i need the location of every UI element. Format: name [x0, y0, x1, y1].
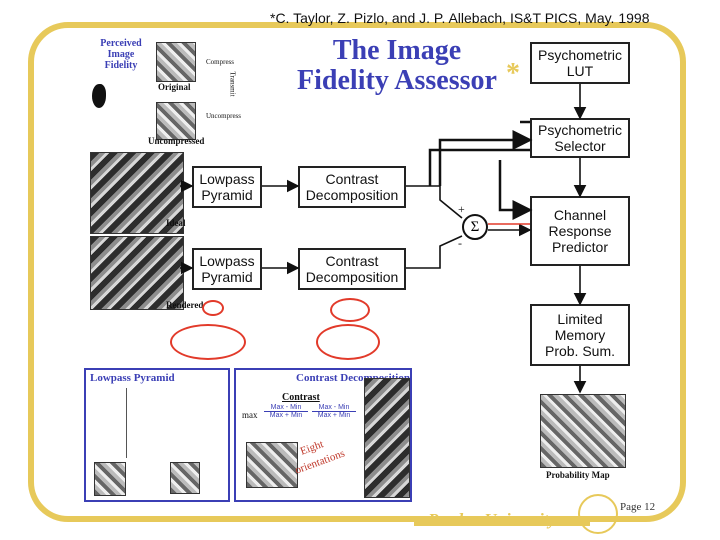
lowpass-pyramid-panel-title: Lowpass Pyramid — [90, 372, 175, 384]
citation-asterisk-icon: * — [506, 58, 520, 89]
summation-node: Σ — [462, 214, 488, 240]
sum-plus-label: + — [458, 202, 465, 216]
highlight-oval-left — [170, 324, 246, 360]
channel-response-predictor-box: Channel Response Predictor — [530, 196, 630, 266]
rendered-label: Rendered — [166, 300, 204, 310]
ideal-label: Ideal — [166, 218, 186, 228]
rendered-image — [90, 236, 184, 310]
pyramid-tree-diagram — [126, 388, 197, 458]
lowpass-pyramid-box-2: Lowpass Pyramid — [192, 248, 262, 290]
original-thumbnail — [156, 42, 196, 82]
inset-title: Perceived Image Fidelity — [100, 38, 142, 71]
inset-panel: Perceived Image Fidelity Original Uncomp… — [86, 36, 246, 146]
eye-icon — [92, 84, 106, 108]
contrast-source-image — [246, 442, 298, 488]
lowpass-pyramid-box-1: Lowpass Pyramid — [192, 166, 262, 208]
pyramid-level-2-image — [170, 462, 200, 494]
ideal-image — [90, 152, 184, 234]
max-label: max — [242, 410, 258, 420]
footer-bar — [414, 520, 590, 526]
limited-memory-prob-sum-box: Limited Memory Prob. Sum. — [530, 304, 630, 366]
sigma-icon: Σ — [470, 218, 480, 235]
contrast-formula-2: Max - Min Max + Min — [312, 404, 356, 419]
formula-1-numerator: Max - Min — [264, 404, 308, 412]
formula-2-denominator: Max + Min — [317, 412, 351, 419]
sum-minus-label: - — [458, 236, 462, 250]
contrast-decomposition-box-2: Contrast Decomposition — [298, 248, 406, 290]
probability-map-image — [540, 394, 626, 468]
contrast-formula-1: Max - Min Max + Min — [264, 404, 308, 419]
highlight-oval-mid — [316, 324, 380, 360]
citation: *C. Taylor, Z. Pizlo, and J. P. Allebach… — [270, 10, 650, 26]
formula-1-denominator: Max + Min — [269, 412, 303, 419]
footer-university: Purdue University — [428, 510, 556, 529]
contrast-label: Contrast — [282, 392, 320, 403]
highlight-oval-small-left — [202, 300, 224, 316]
uncompress-label: Uncompress — [206, 112, 241, 120]
formula-2-numerator: Max - Min — [312, 404, 356, 412]
contrast-decomposition-box-1: Contrast Decomposition — [298, 166, 406, 208]
highlight-oval-small-mid — [330, 298, 370, 322]
orientation-stack-image — [364, 378, 410, 498]
original-label: Original — [158, 82, 191, 92]
uncompressed-thumbnail — [156, 102, 196, 140]
uncompressed-label: Uncompressed — [148, 136, 205, 146]
compress-label: Compress — [206, 58, 234, 66]
page-title: The Image Fidelity Assessor — [297, 35, 497, 96]
lowpass-pyramid-panel: Lowpass Pyramid — [84, 368, 230, 502]
contrast-decomposition-panel: Contrast Decomposition Contrast max Max … — [234, 368, 412, 502]
pyramid-level-1-image — [94, 462, 126, 496]
psychometric-lut-box: Psychometric LUT — [530, 42, 630, 84]
psychometric-selector-box: Psychometric Selector — [530, 118, 630, 158]
probability-map-label: Probability Map — [546, 470, 610, 480]
university-seal-icon — [578, 494, 618, 534]
slide-frame — [28, 22, 686, 522]
page-number: Page 12 — [620, 501, 656, 513]
